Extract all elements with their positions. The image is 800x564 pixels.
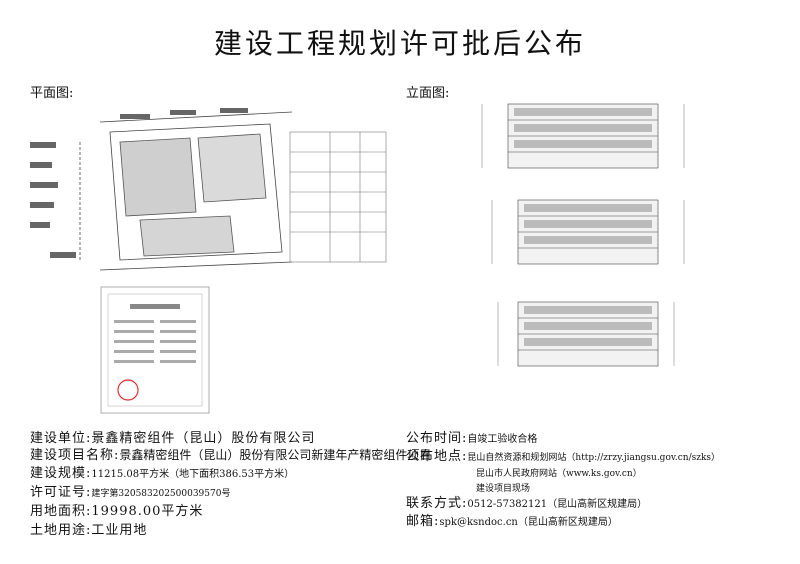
land-use-row: 土地用途:工业用地: [30, 522, 147, 539]
construction-scale-value: 11215.08平方米（地下面积386.53平方米）: [91, 469, 295, 480]
contact-value: 0512-57382121（昆山高新区规建局）: [467, 499, 648, 510]
elevation-label: 立面图:: [406, 86, 450, 101]
land-use-label: 土地用途:: [30, 523, 92, 538]
email-label: 邮箱:: [406, 514, 440, 529]
publish-time-value: 自竣工验收合格: [467, 434, 538, 445]
email-value: spk@ksndoc.cn（昆山高新区规建局）: [439, 517, 618, 528]
construction-unit-row: 建设单位:景鑫精密组件（昆山）股份有限公司: [30, 430, 315, 447]
site-plan-drawing: [20, 102, 394, 282]
email-row: 邮箱:spk@ksndoc.cn（昆山高新区规建局）: [406, 513, 618, 531]
publish-place-row-3: 建设项目现场: [476, 479, 530, 498]
plan-label: 平面图:: [30, 86, 74, 101]
land-area-value: 19998.00平方米: [91, 504, 204, 519]
land-area-row: 用地面积:19998.00平方米: [30, 503, 203, 520]
contact-label: 联系方式:: [406, 496, 468, 511]
construction-scale-label: 建设规模:: [30, 466, 92, 481]
construction-scale-row: 建设规模:11215.08平方米（地下面积386.53平方米）: [30, 465, 294, 483]
publish-time-row: 公布时间:自竣工验收合格: [406, 430, 537, 448]
publish-place-value-3: 建设项目现场: [476, 484, 531, 494]
publish-place-row-2: 昆山市人民政府网站（www.ks.gov.cn）: [476, 464, 642, 483]
permit-number-value: 建字第320583202500039570号: [91, 489, 231, 499]
publish-place-value-1: 昆山自然资源和规划网站（http://zrzy.jiangsu.gov.cn/s…: [467, 453, 721, 463]
publish-time-label: 公布时间:: [406, 431, 468, 446]
permit-certificate-image: [100, 286, 210, 414]
project-name-value: 景鑫精密组件（昆山）股份有限公司新建年产精密组件项目: [119, 448, 432, 462]
publish-place-row: 公布地点:昆山自然资源和规划网站（http://zrzy.jiangsu.gov…: [406, 448, 720, 467]
project-name-label: 建设项目名称:: [30, 448, 120, 463]
publish-place-label: 公布地点:: [406, 449, 468, 464]
project-name-row: 建设项目名称:景鑫精密组件（昆山）股份有限公司新建年产精密组件项目: [30, 447, 431, 464]
contact-row: 联系方式:0512-57382121（昆山高新区规建局）: [406, 495, 647, 513]
land-use-value: 工业用地: [91, 523, 148, 538]
elevation-drawings: [478, 96, 700, 388]
construction-unit-label: 建设单位:: [30, 431, 92, 446]
publish-place-value-2: 昆山市人民政府网站（www.ks.gov.cn）: [476, 469, 642, 479]
page-title: 建设工程规划许可批后公布: [213, 27, 586, 60]
construction-unit-value: 景鑫精密组件（昆山）股份有限公司: [91, 431, 316, 446]
permit-number-row: 许可证号:建字第320583202500039570号: [30, 484, 230, 503]
permit-number-label: 许可证号:: [30, 485, 92, 500]
land-area-label: 用地面积:: [30, 504, 92, 519]
